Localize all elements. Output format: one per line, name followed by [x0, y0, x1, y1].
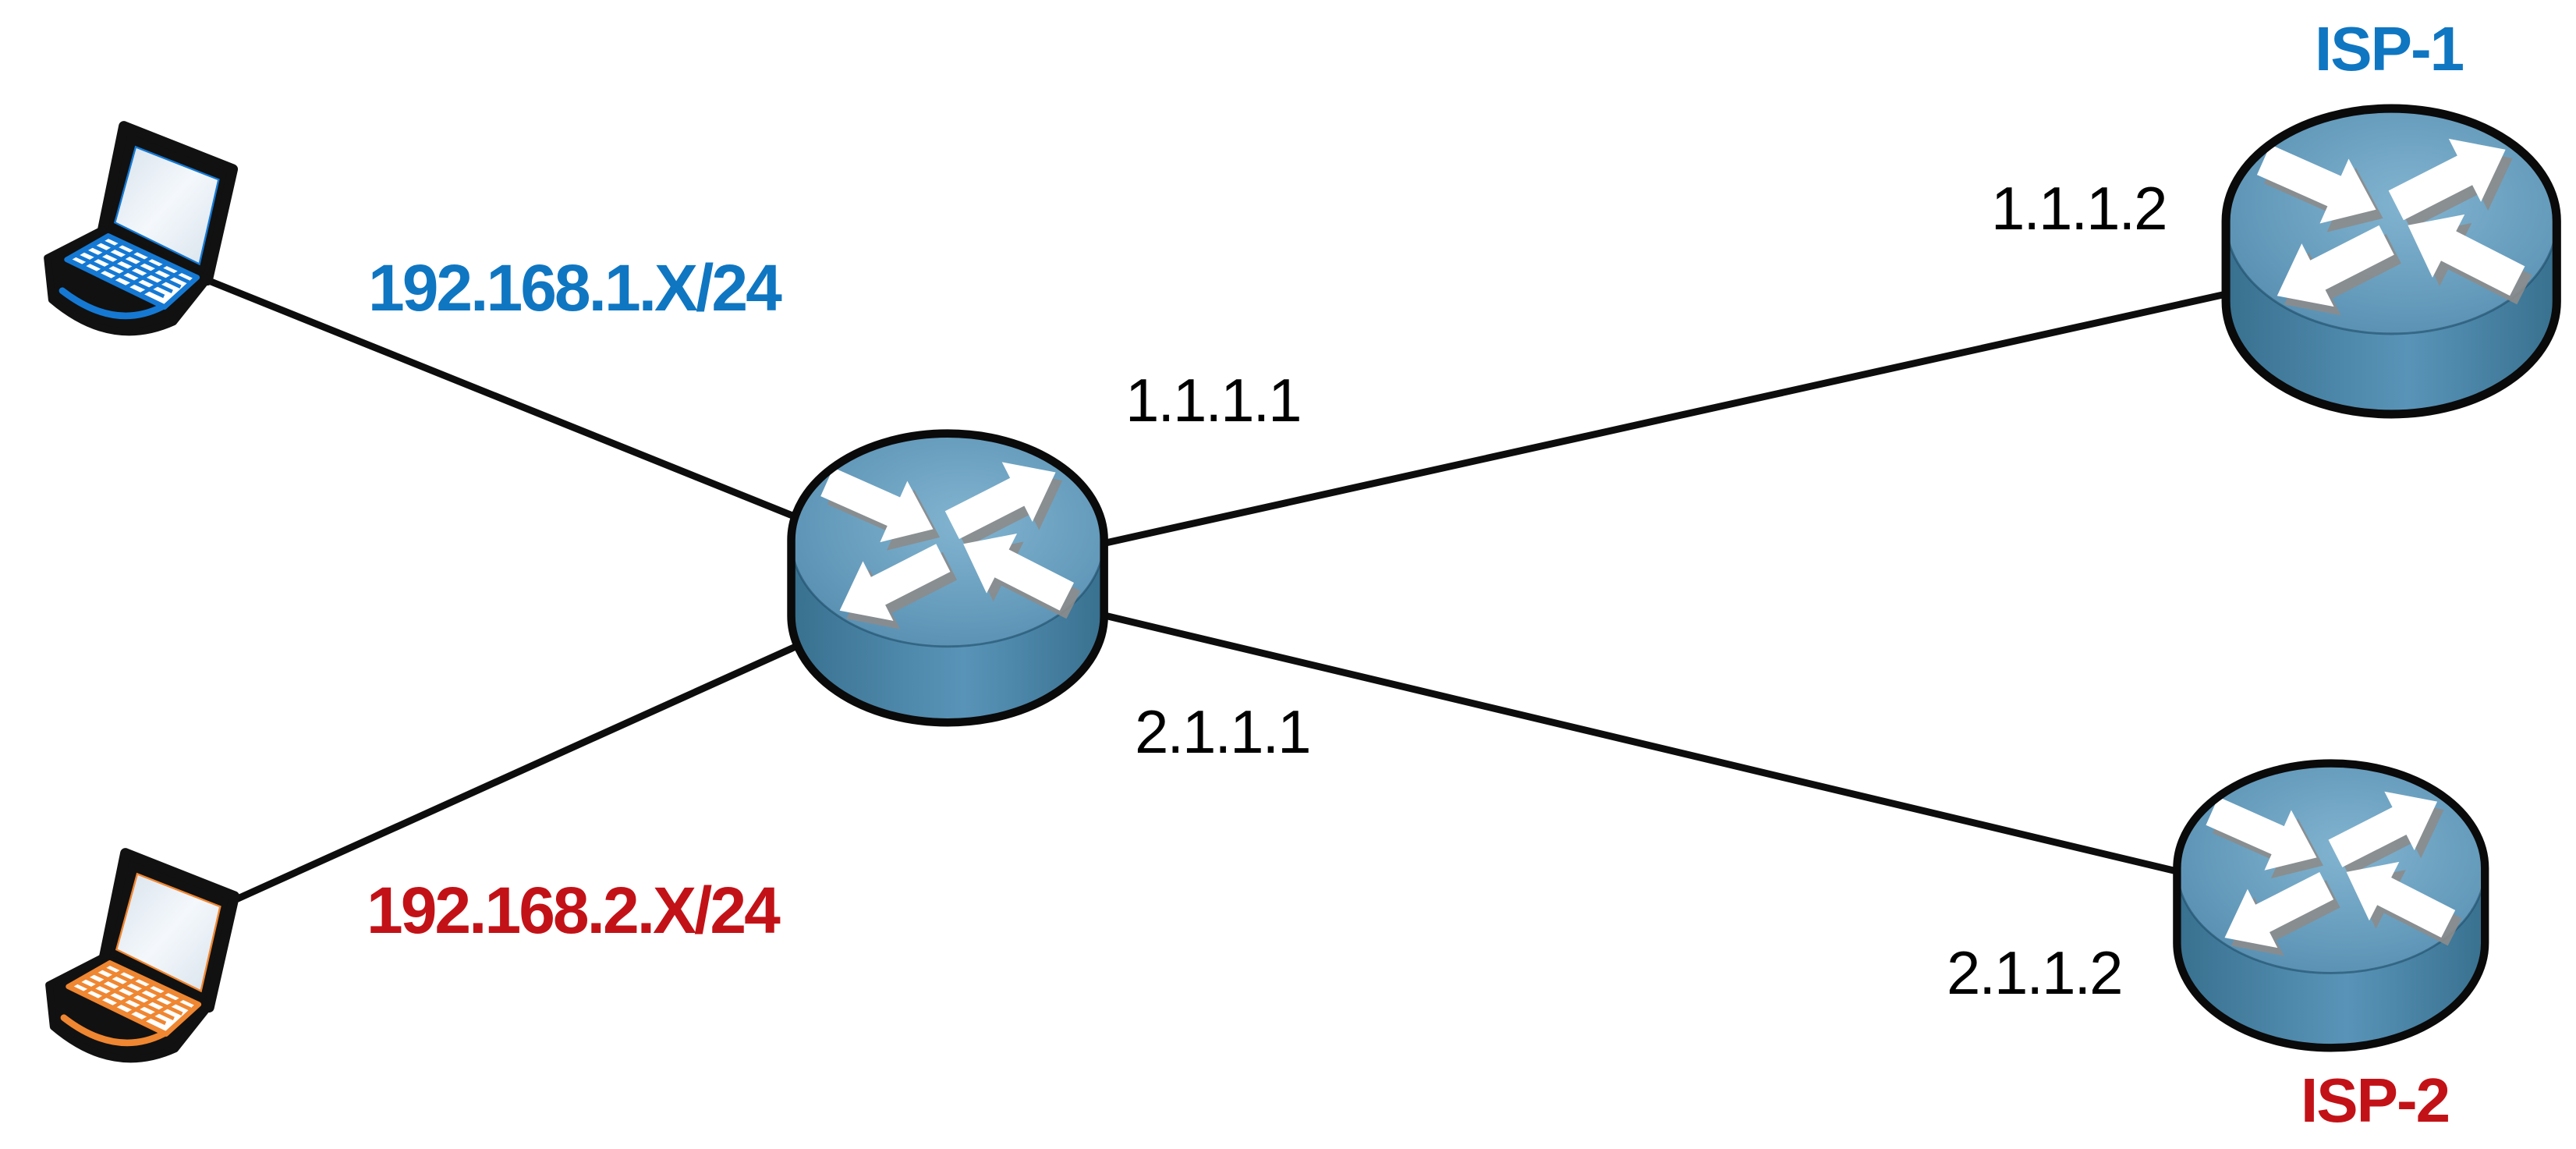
isp2-interface-label: 2.1.1.2: [1947, 938, 2124, 1007]
router-icon-isp2: [2177, 764, 2485, 1048]
router-interface-label-2: 2.1.1.1: [1135, 697, 1312, 766]
isp1-name-label: ISP-1: [2315, 14, 2464, 83]
laptop-icon-pc2: [49, 853, 235, 1059]
subnet-label-pc2: 192.168.2.X/24: [367, 874, 781, 947]
laptop-icon-pc1: [48, 126, 233, 332]
subnet-label-pc1: 192.168.1.X/24: [368, 251, 782, 324]
isp2-name-label: ISP-2: [2301, 1066, 2450, 1135]
link-router-isp2: [944, 574, 2328, 910]
router-interface-label-1: 1.1.1.1: [1125, 366, 1302, 434]
router-icon-main: [792, 434, 1104, 723]
isp1-interface-label: 1.1.1.2: [1991, 174, 2168, 243]
link-router-isp1: [944, 254, 2395, 582]
router-icon-isp1: [2226, 108, 2557, 414]
